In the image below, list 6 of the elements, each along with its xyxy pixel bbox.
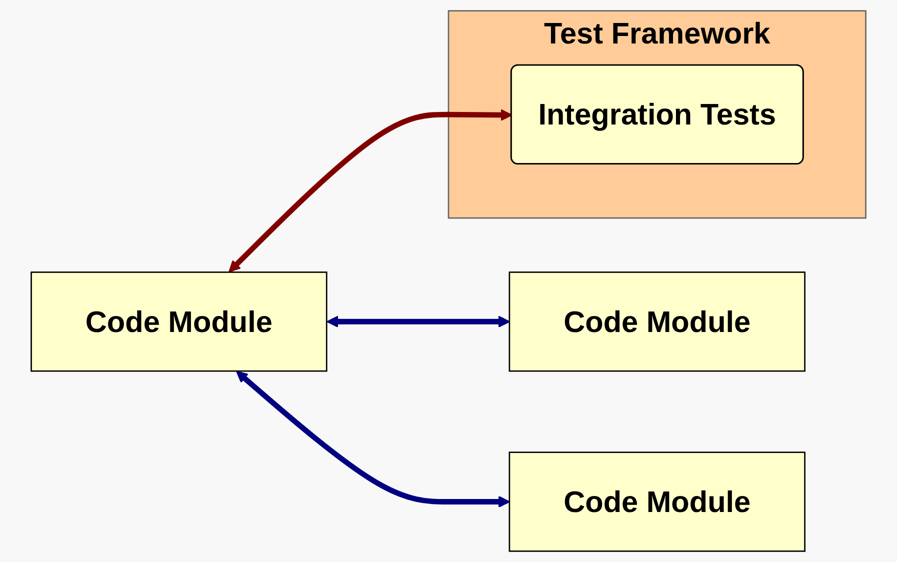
node-box: Code Module bbox=[30, 272, 328, 372]
arrow bbox=[228, 109, 512, 272]
node-box: Code Module bbox=[508, 452, 806, 552]
arrow bbox=[236, 370, 510, 508]
arrow bbox=[326, 316, 510, 328]
node-box: Code Module bbox=[508, 272, 806, 372]
